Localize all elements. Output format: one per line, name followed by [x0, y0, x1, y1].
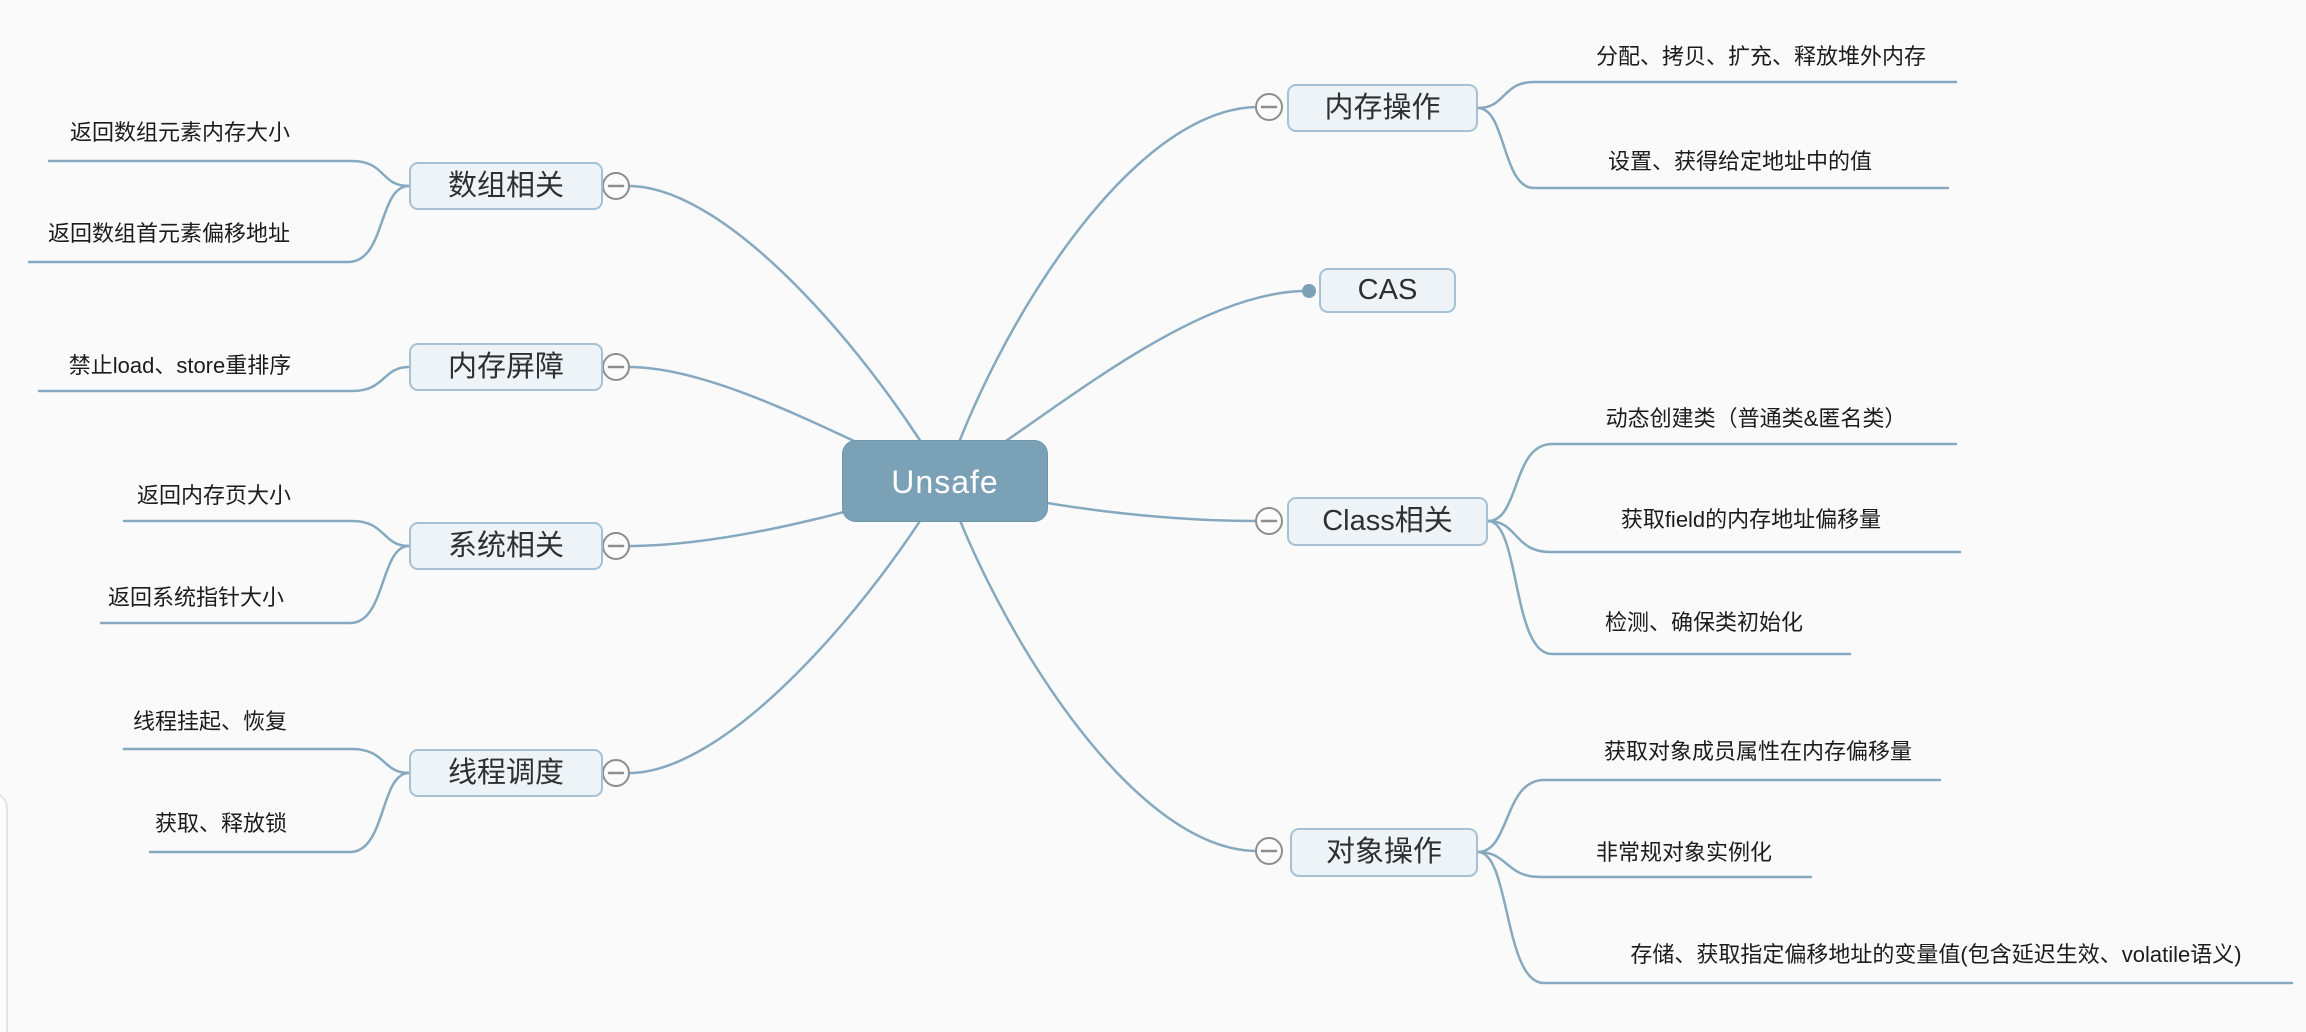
- connector-root-thread: [627, 479, 947, 775]
- connector-root-array: [627, 184, 947, 483]
- collapse-button-memory-barrier minus-circle-icon[interactable]: [602, 353, 630, 381]
- connector-membar-leaf-1: [37, 365, 411, 393]
- connector-object-leaf-3: [1476, 850, 2294, 985]
- leaf-array-base-offset[interactable]: 返回数组首元素偏移地址: [47, 221, 290, 246]
- connector-system-leaf-1: [122, 519, 411, 548]
- leaf-offheap-memory[interactable]: 分配、拷贝、扩充、释放堆外内存: [1595, 44, 1926, 69]
- node-memory-operations[interactable]: 内存操作: [1287, 84, 1478, 132]
- connector-thread-leaf-2: [148, 771, 411, 854]
- node-object-operations[interactable]: 对象操作: [1290, 828, 1478, 877]
- collapse-button-array minus-circle-icon[interactable]: [602, 172, 630, 200]
- leaf-object-field-offset[interactable]: 获取对象成员属性在内存偏移量: [1603, 739, 1912, 764]
- connector-object-leaf-1: [1476, 778, 1942, 854]
- leaf-array-element-size[interactable]: 返回数组元素内存大小: [69, 120, 290, 145]
- leaf-forbid-reorder[interactable]: 禁止load、store重排序: [68, 353, 292, 378]
- node-class-related[interactable]: Class相关: [1287, 497, 1488, 546]
- leaf-define-class[interactable]: 动态创建类（普通类&匿名类）: [1605, 406, 1907, 431]
- leaf-get-put-volatile[interactable]: 存储、获取指定偏移地址的变量值(包含延迟生效、volatile语义): [1630, 942, 2242, 967]
- root-node-unsafe[interactable]: Unsafe: [842, 440, 1048, 522]
- node-thread-scheduling[interactable]: 线程调度: [409, 749, 603, 797]
- leaf-thread-park-unpark[interactable]: 线程挂起、恢复: [132, 709, 287, 734]
- connector-class-leaf-1: [1486, 442, 1958, 523]
- leaf-monitor-lock[interactable]: 获取、释放锁: [154, 811, 287, 836]
- leaf-page-size[interactable]: 返回内存页大小: [136, 483, 291, 508]
- node-cas[interactable]: CAS: [1319, 268, 1456, 313]
- connector-class-leaf-3: [1486, 519, 1852, 656]
- connector-array-leaf-1: [47, 159, 411, 188]
- leaf-ensure-class-init[interactable]: 检测、确保类初始化: [1604, 610, 1803, 635]
- connector-system-leaf-2: [99, 544, 411, 625]
- node-array-related[interactable]: 数组相关: [409, 162, 603, 210]
- node-system-related[interactable]: 系统相关: [409, 522, 603, 570]
- leaf-allocate-instance[interactable]: 非常规对象实例化: [1595, 840, 1772, 865]
- connector-root-object: [943, 479, 1258, 853]
- leaf-get-put-address[interactable]: 设置、获得给定地址中的值: [1607, 149, 1872, 174]
- connector-memops-leaf-2: [1476, 106, 1950, 190]
- connector-object-leaf-2: [1476, 850, 1813, 879]
- leaf-field-offset[interactable]: 获取field的内存地址偏移量: [1620, 507, 1882, 532]
- collapse-button-thread minus-circle-icon[interactable]: [602, 759, 630, 787]
- cas-anchor-dot-icon: [1302, 284, 1316, 298]
- node-memory-barrier[interactable]: 内存屏障: [409, 343, 603, 391]
- connector-array-leaf-2: [27, 184, 411, 264]
- cutoff-edge-panel: [0, 792, 8, 1032]
- connector-thread-leaf-1: [122, 747, 411, 775]
- collapse-button-memory-ops minus-circle-icon[interactable]: [1255, 93, 1283, 121]
- leaf-pointer-size[interactable]: 返回系统指针大小: [107, 585, 284, 610]
- connector-class-leaf-2: [1486, 519, 1962, 554]
- collapse-button-object minus-circle-icon[interactable]: [1255, 837, 1283, 865]
- collapse-button-system minus-circle-icon[interactable]: [602, 532, 630, 560]
- connector-memops-leaf-1: [1476, 80, 1958, 110]
- collapse-button-class minus-circle-icon[interactable]: [1255, 507, 1283, 535]
- connector-root-memory-ops: [943, 105, 1259, 483]
